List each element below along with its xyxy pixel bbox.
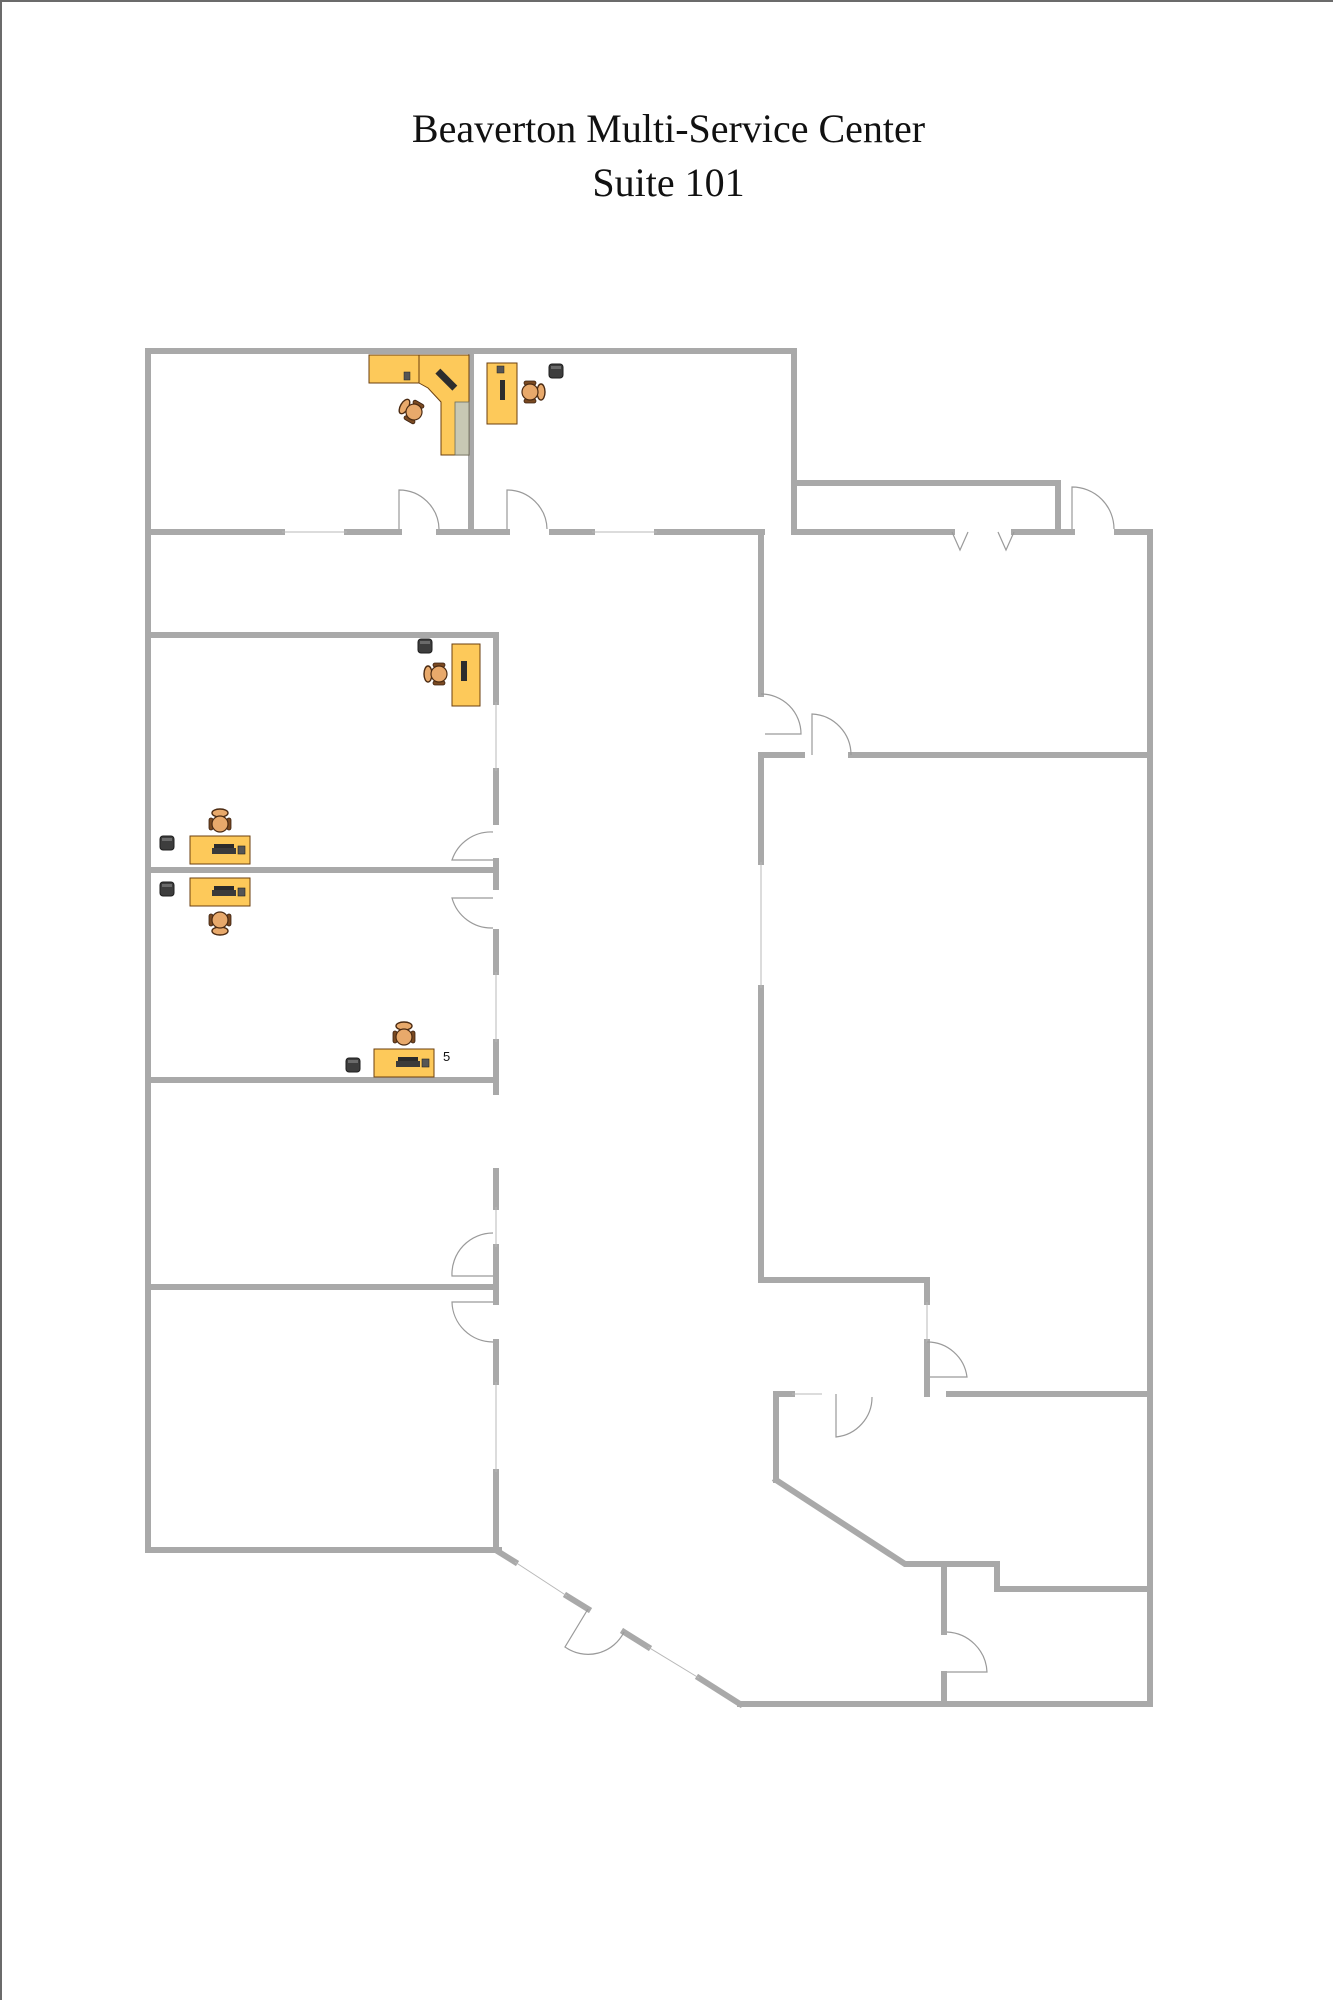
- l-workstation: [368, 354, 470, 456]
- room-number-label: 5: [443, 1049, 451, 1064]
- computer-monitor-icon: [500, 380, 505, 400]
- door-swing-icon: [506, 489, 548, 530]
- door-swing-icon: [835, 1394, 873, 1438]
- door-swing-icon: [398, 489, 440, 530]
- door-swing-icon: [451, 1232, 494, 1277]
- title-line-2: Suite 101: [592, 160, 745, 205]
- door-swing-icon: [564, 1608, 625, 1655]
- bifold-door-icon: [951, 531, 969, 552]
- door-swing-icon: [760, 693, 802, 735]
- door-swing-icon: [926, 1341, 968, 1378]
- title-line-1: Beaverton Multi-Service Center: [411, 106, 926, 151]
- left-office-1-furniture: [159, 638, 481, 865]
- phone-icon: [403, 371, 411, 381]
- door-swing-icon: [811, 713, 852, 756]
- desk-top-middle: [486, 362, 564, 425]
- office-chair-icon: [394, 394, 428, 427]
- door-swing-icon: [451, 831, 494, 861]
- window-lines: [282, 531, 928, 1679]
- computer-monitor-icon: [435, 368, 458, 391]
- plan-title: Beaverton Multi-Service Center Suite 101: [2, 102, 1333, 210]
- door-swing-icon: [451, 897, 494, 929]
- phone-icon: [496, 365, 505, 374]
- bifold-door-icon: [997, 531, 1015, 552]
- door-swings: [398, 486, 1115, 1673]
- left-office-2-furniture: [159, 877, 435, 1078]
- walls: [145, 348, 1153, 1709]
- door-swing-icon: [451, 1301, 494, 1343]
- trash-bin-icon: [548, 363, 564, 379]
- door-swing-icon: [1071, 486, 1115, 530]
- office-chair-icon: [521, 380, 546, 404]
- door-swing-icon: [946, 1631, 988, 1673]
